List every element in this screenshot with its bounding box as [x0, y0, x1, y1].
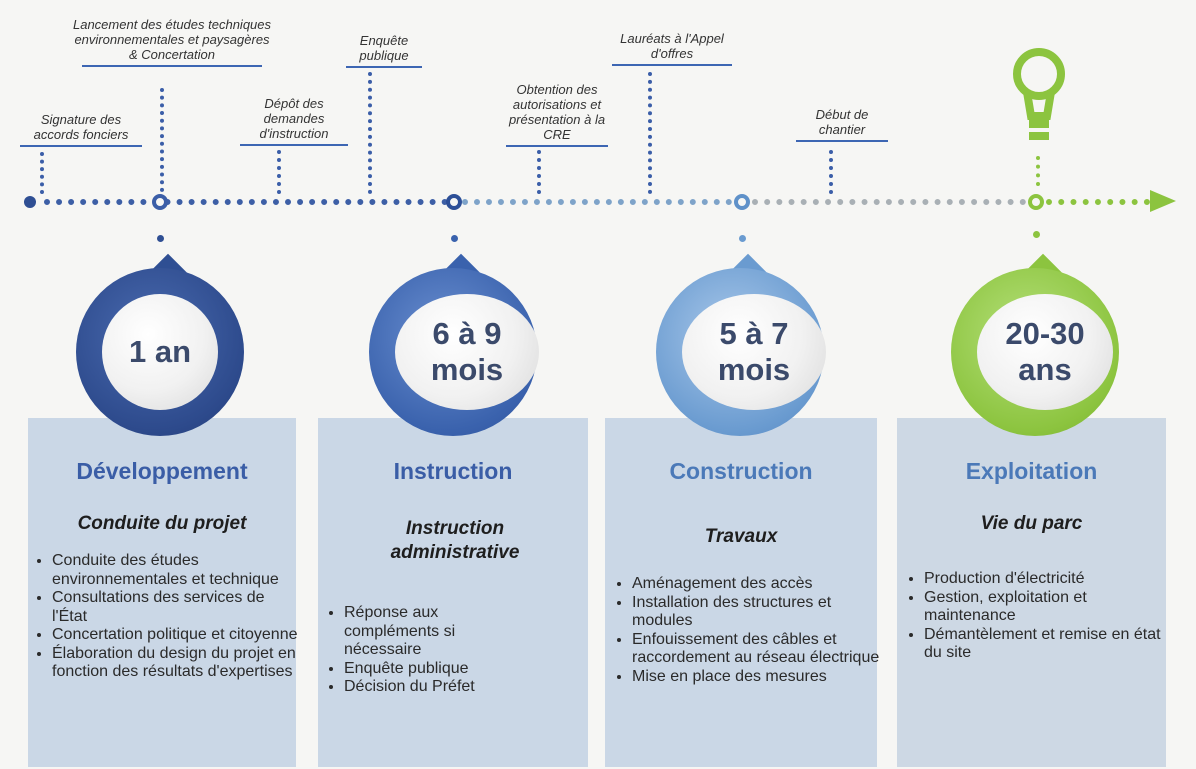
task-item: Démantèlement et remise en état du site — [924, 626, 1174, 663]
milestone-enquete: Enquête publique — [346, 33, 422, 68]
milestone-label: Début de chantier — [815, 107, 869, 137]
duration-text: 1 an — [128, 334, 192, 369]
milestone-label: Obtention des autorisations et présentat… — [508, 82, 606, 142]
phase-title: Développement — [76, 458, 248, 484]
milestone-label: Dépôt des demandes d'instruction — [259, 96, 329, 141]
milestone-label: Lauréats à l'Appel d'offres — [620, 31, 724, 61]
phase-card-exploitation — [897, 418, 1166, 767]
milestone-label: Lancement des études techniques environn… — [72, 17, 272, 62]
phase-subtitle: Conduite du projet — [77, 513, 247, 534]
duration-text: 5 à 7 mois — [717, 316, 791, 387]
connector — [537, 150, 541, 194]
task-item: Élaboration du design du projet en fonct… — [52, 645, 304, 682]
connector — [368, 72, 372, 194]
duration-badge-3: 5 à 7 mois — [656, 252, 840, 436]
phase-subtitle: Travaux — [704, 526, 778, 547]
connector — [1036, 156, 1040, 186]
timeline-start-dot — [24, 196, 36, 208]
timeline-segment-4 — [1046, 199, 1150, 205]
stem-dot — [739, 235, 746, 242]
task-list: Production d'électricité Gestion, exploi… — [906, 570, 1174, 663]
lightbulb-icon — [1013, 48, 1065, 140]
timeline-node-2 — [446, 194, 462, 210]
task-item: Concertation politique et citoyenne — [52, 626, 304, 645]
duration-text: 6 à 9 mois — [430, 316, 504, 387]
task-list: Conduite des études environnementales et… — [34, 552, 304, 682]
duration-text: 20-30 ans — [1005, 316, 1085, 387]
phase-card-instruction — [318, 418, 588, 767]
arrow-right-icon — [1150, 190, 1176, 212]
task-item: Installation des structures et modules — [632, 594, 894, 631]
phase-title: Exploitation — [965, 458, 1098, 484]
phase-subtitle: Instruction administrative — [390, 518, 520, 563]
task-item: Décision du Préfet — [344, 678, 534, 697]
milestone-label: Enquête publique — [359, 33, 409, 63]
milestone-obtention: Obtention des autorisations et présentat… — [496, 82, 618, 147]
timeline-node-4 — [1028, 194, 1044, 210]
connector — [829, 150, 833, 194]
stem-dot — [451, 235, 458, 242]
phase-card-developpement — [28, 418, 296, 767]
duration-badge-4: 20-30 ans — [951, 252, 1135, 436]
task-item: Mise en place des mesures — [632, 668, 894, 687]
connector — [40, 152, 44, 194]
milestone-depot: Dépôt des demandes d'instruction — [240, 96, 348, 146]
phase-card-construction — [605, 418, 877, 767]
timeline-node-3 — [734, 194, 750, 210]
connector — [160, 88, 164, 192]
milestone-laureats: Lauréats à l'Appel d'offres — [612, 31, 732, 66]
task-item: Conduite des études environnementales et… — [52, 552, 304, 589]
phase-subtitle: Vie du parc — [980, 513, 1083, 534]
milestone-debut-chantier: Début de chantier — [796, 107, 888, 142]
task-list: Réponse aux compléments si nécessaire En… — [326, 604, 534, 697]
connector — [277, 150, 281, 194]
timeline-segment-1 — [44, 199, 448, 205]
task-item: Production d'électricité — [924, 570, 1174, 589]
phase-title: Construction — [669, 458, 813, 484]
task-item: Enquête publique — [344, 660, 534, 679]
task-item: Réponse aux compléments si nécessaire — [344, 604, 534, 660]
stem-dot — [157, 235, 164, 242]
milestone-lancement: Lancement des études techniques environn… — [72, 17, 272, 67]
task-list: Aménagement des accès Installation des s… — [614, 575, 894, 686]
timeline-segment-3 — [752, 199, 1026, 205]
timeline-segment-2 — [462, 199, 732, 205]
duration-badge-2: 6 à 9 mois — [369, 252, 553, 436]
milestone-signature: Signature des accords fonciers — [20, 112, 142, 147]
task-item: Consultations des services de l'État — [52, 589, 304, 626]
timeline-node-1 — [152, 194, 168, 210]
connector — [648, 72, 652, 194]
milestone-label: Signature des accords fonciers — [33, 112, 129, 142]
task-item: Gestion, exploitation et maintenance — [924, 589, 1174, 626]
task-item: Aménagement des accès — [632, 575, 894, 594]
stem-dot — [1033, 231, 1040, 238]
phase-title: Instruction — [393, 458, 513, 484]
task-item: Enfouissement des câbles et raccordement… — [632, 631, 894, 668]
duration-badge-1: 1 an — [76, 252, 260, 436]
